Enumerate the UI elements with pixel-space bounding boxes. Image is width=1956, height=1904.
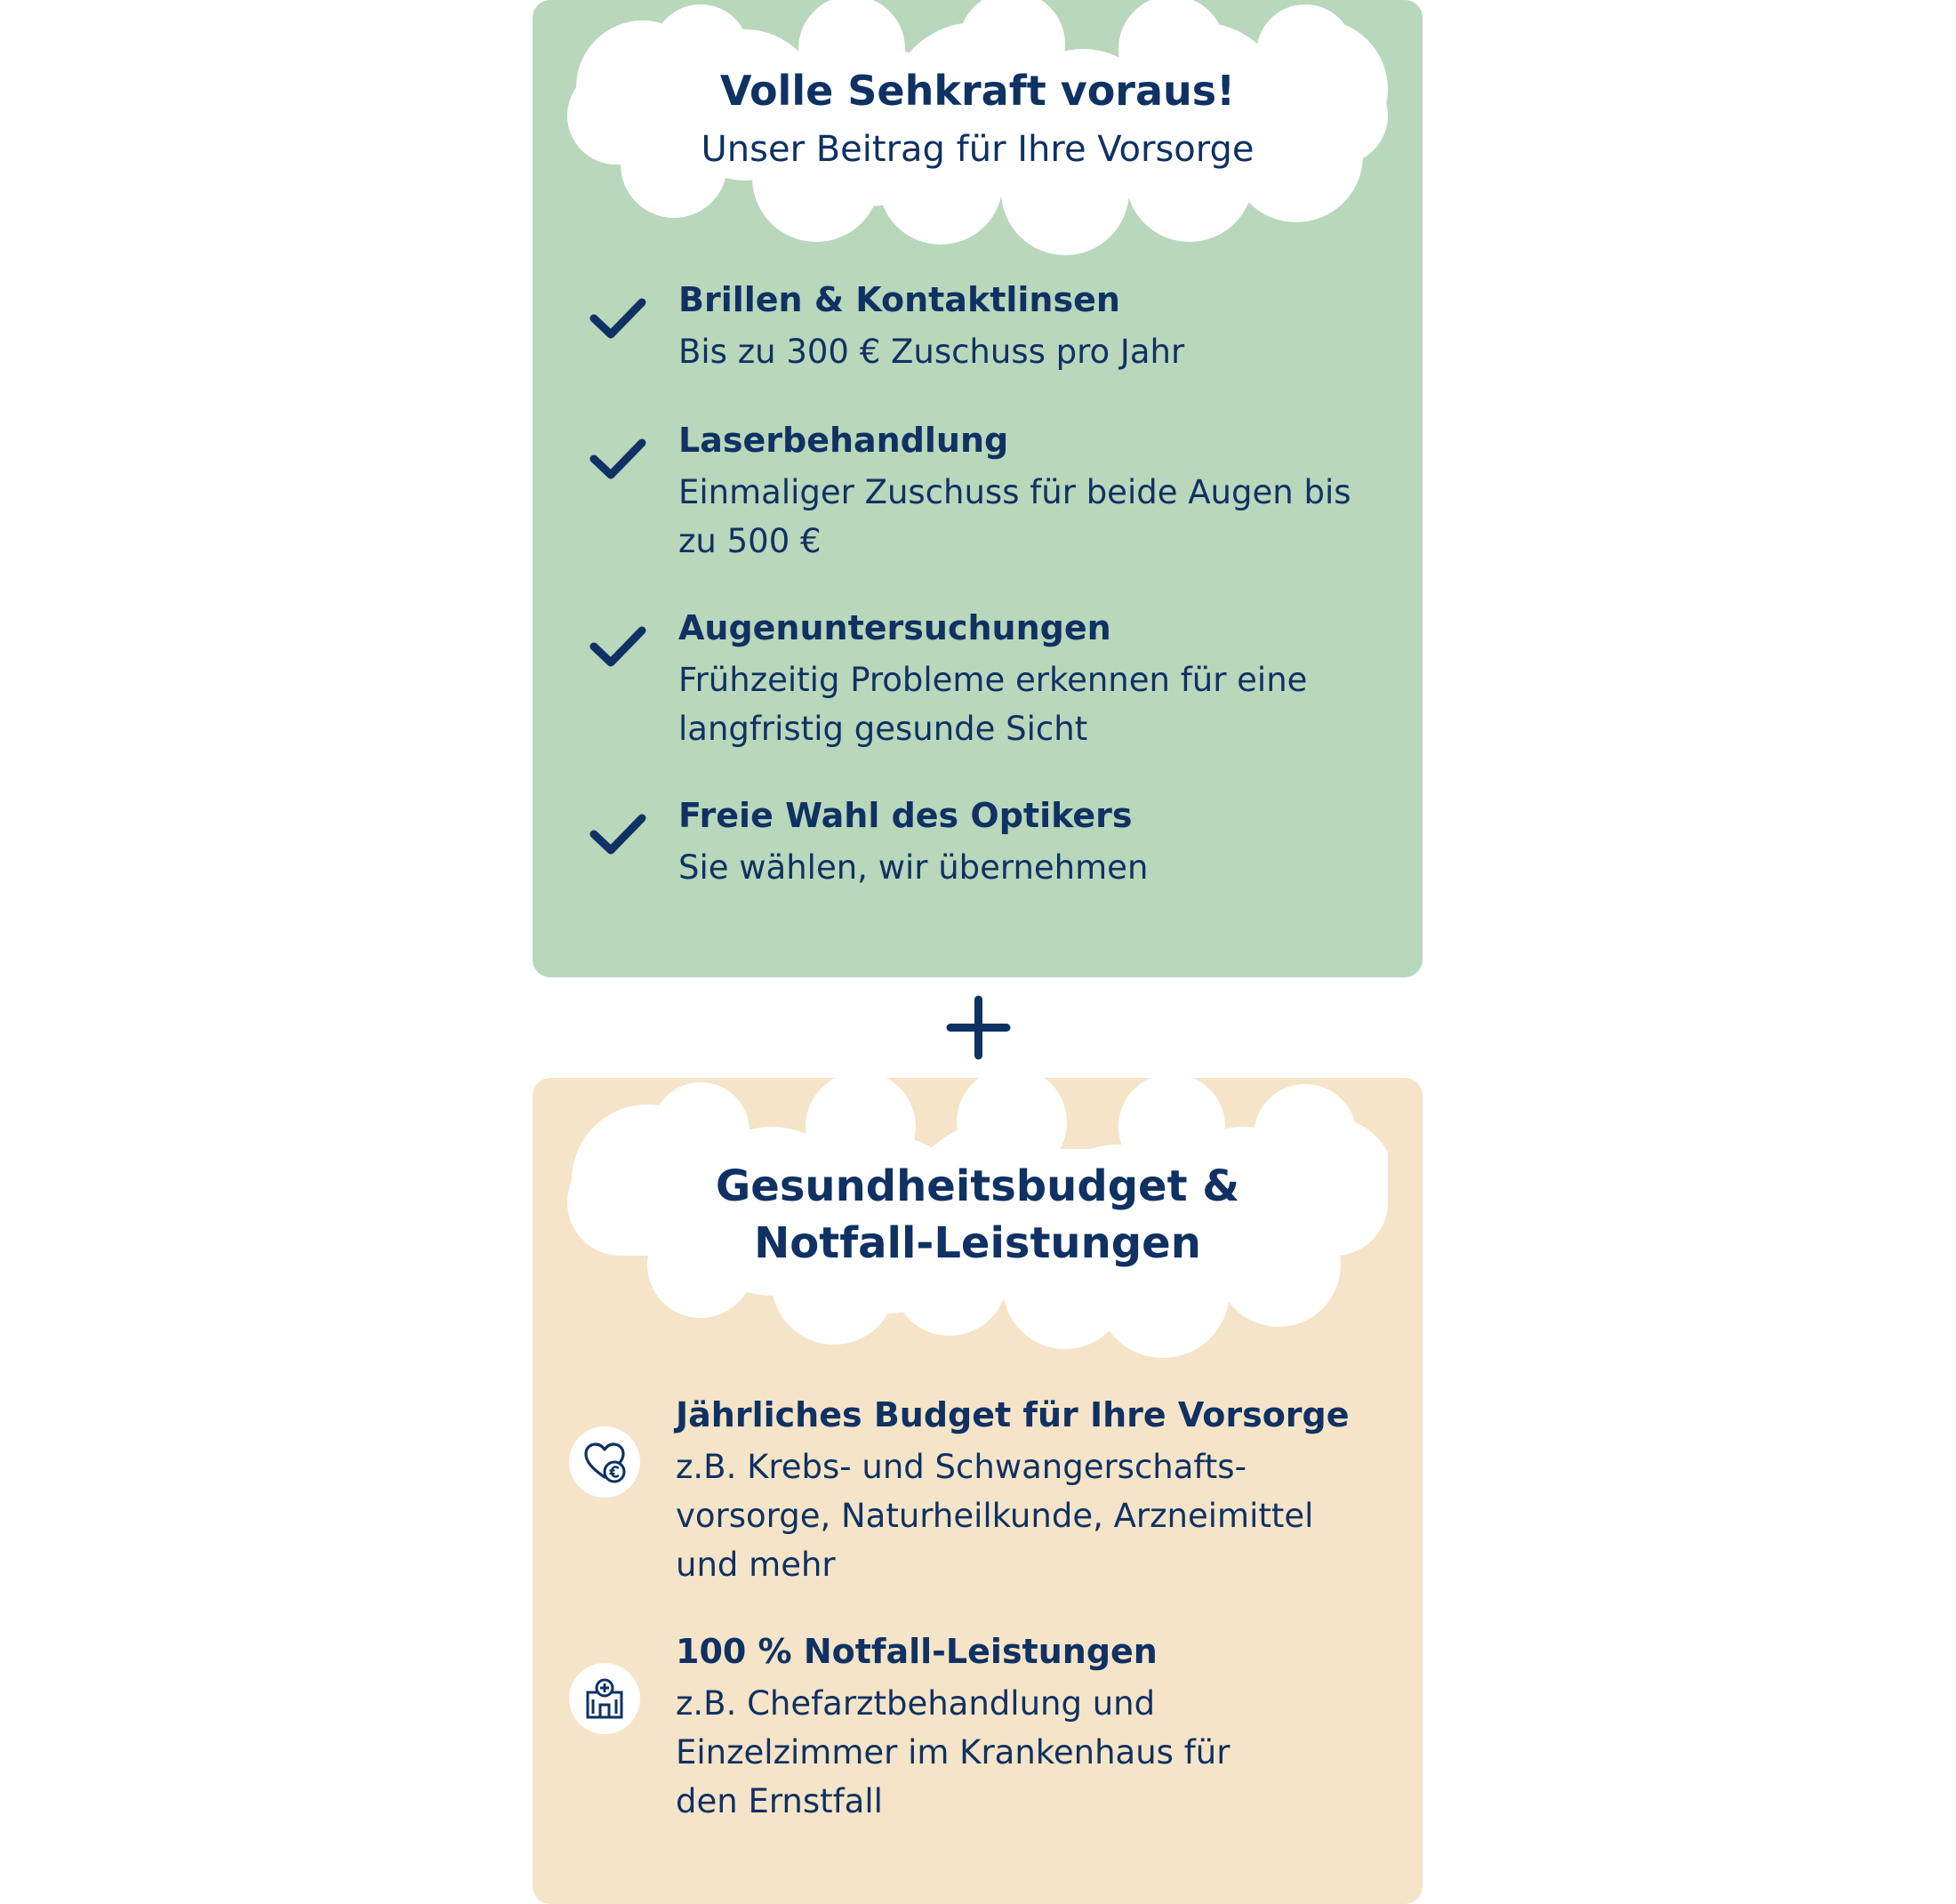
item-description: Sie wählen, wir übernehmen [678, 848, 1149, 887]
section-title-line1: Gesundheitsbudget & [715, 1161, 1240, 1211]
item-title: 100 % Notfall-Leistungen [676, 1632, 1158, 1671]
item-title: Brillen & Kontaktlinsen [678, 280, 1120, 319]
checkmark-icon [589, 298, 646, 339]
icon-badge [569, 1663, 640, 1734]
vision-benefits-card: Volle Sehkraft voraus! Unser Beitrag für… [533, 0, 1423, 977]
section-title-line2: Notfall-Leistungen [754, 1218, 1201, 1268]
section-subtitle: Unser Beitrag für Ihre Vorsorge [701, 129, 1255, 170]
icon-badge [569, 1426, 640, 1498]
checkmark-icon [589, 438, 646, 479]
item-description: z.B. Chefarztbehandlung und Einzelzimmer… [676, 1684, 1231, 1820]
cloud-shape [567, 1078, 1388, 1358]
hospital-icon [586, 1678, 623, 1719]
item-title: Jährliches Budget für Ihre Vorsorge [676, 1395, 1350, 1434]
item-description: z.B. Krebs- und Schwangerschafts-vorsorg… [676, 1448, 1314, 1584]
cloud-shape [567, 0, 1388, 255]
item-description: Bis zu 300 € Zuschuss pro Jahr [678, 333, 1185, 371]
plus-icon [946, 995, 1011, 1060]
budget-benefits-card: Gesundheitsbudget & Notfall-Leistungen J… [533, 1078, 1423, 1904]
item-title: Augenuntersuchungen [678, 608, 1111, 647]
item-description: Frühzeitig Probleme erkennen für eine la… [678, 661, 1308, 748]
item-title: Laserbehandlung [678, 421, 1009, 460]
item-title: Freie Wahl des Optikers [678, 796, 1133, 835]
section-title: Volle Sehkraft voraus! [719, 67, 1236, 115]
item-description: Einmaliger Zuschuss für beide Augen bis … [678, 473, 1351, 560]
checkmark-icon [589, 626, 646, 667]
checkmark-icon [589, 814, 646, 855]
heart-euro-icon [584, 1442, 626, 1483]
